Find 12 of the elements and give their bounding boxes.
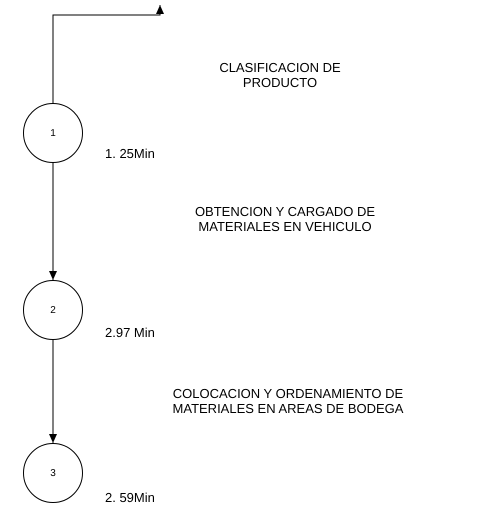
step-number: 3 <box>50 466 56 480</box>
step-duration: 2.97 Min <box>105 325 156 340</box>
step-description: CLASIFICACION DE PRODUCTO <box>218 60 342 90</box>
step-number: 2 <box>50 304 56 318</box>
arrow <box>49 340 57 444</box>
step-duration: 1. 25Min <box>105 146 156 161</box>
arrow <box>52 4 164 104</box>
step-description: OBTENCION Y CARGADO DE MATERIALES EN VEHICULO <box>194 204 376 234</box>
arrow <box>49 162 57 280</box>
step-number: 1 <box>50 126 56 140</box>
step-duration: 2. 59Min <box>105 490 156 505</box>
step-description: COLOCACION Y ORDENAMIENTO DE MATERIALES EN AREAS DE BODEGA <box>172 386 404 416</box>
